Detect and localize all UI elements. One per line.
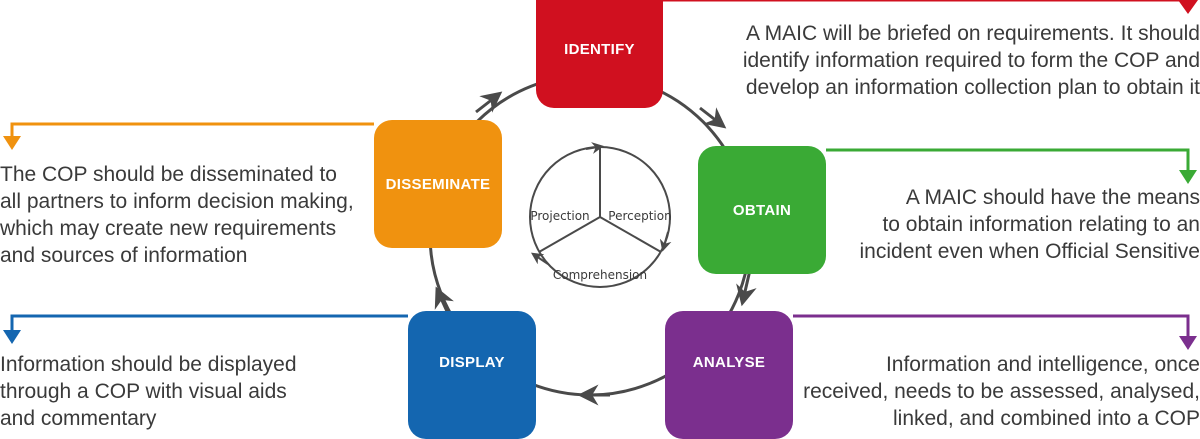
arrowhead-display bbox=[3, 330, 21, 344]
step-label-analyse: ANALYSE bbox=[692, 353, 766, 371]
step-label-identify: IDENTIFY bbox=[564, 40, 635, 58]
desc-disseminate-line: The COP should be disseminated to bbox=[0, 163, 337, 186]
desc-identify: A MAIC will be briefed on requirements. … bbox=[743, 20, 1200, 101]
arrowhead-analyse bbox=[1179, 336, 1197, 350]
arrowhead-disseminate bbox=[3, 136, 21, 150]
cycle-arrow-disseminate-identify bbox=[475, 91, 503, 114]
desc-identify-line: develop an information collection plan t… bbox=[745, 76, 1200, 99]
desc-obtain-line: to obtain information relating to an bbox=[882, 213, 1200, 236]
arrowhead-obtain bbox=[1179, 170, 1197, 184]
desc-analyse-line: linked, and combined into a COP bbox=[892, 407, 1200, 430]
cycle-arrow-identify-obtain bbox=[699, 106, 727, 129]
step-box-identify: IDENTIFY bbox=[536, 0, 663, 108]
inner-arrow-top bbox=[585, 142, 604, 154]
desc-obtain-line: A MAIC should have the means bbox=[905, 186, 1200, 209]
step-box-display: DISPLAY bbox=[408, 311, 536, 439]
connector-display bbox=[10, 314, 408, 332]
desc-analyse: Information and intelligence, once recei… bbox=[803, 351, 1200, 432]
inner-arrow-left bbox=[531, 252, 549, 265]
desc-analyse-line: received, needs to be assessed, analysed… bbox=[803, 380, 1200, 403]
step-box-disseminate: DISSEMINATE bbox=[374, 120, 502, 248]
inner-label-projection: Projection bbox=[530, 209, 589, 223]
desc-obtain: A MAIC should have the means to obtain i… bbox=[860, 184, 1200, 265]
cycle-arrow-obtain-analyse bbox=[736, 269, 757, 307]
arrowhead-identify bbox=[1178, 0, 1198, 14]
desc-disseminate: The COP should be disseminated to all pa… bbox=[0, 161, 354, 269]
desc-obtain-line: incident even when Official Sensitive bbox=[859, 240, 1200, 263]
desc-disseminate-line: and sources of information bbox=[0, 244, 248, 267]
step-label-disseminate: DISSEMINATE bbox=[385, 175, 491, 193]
connector-analyse bbox=[793, 314, 1190, 338]
desc-analyse-line: Information and intelligence, once bbox=[885, 353, 1200, 376]
step-label-display: DISPLAY bbox=[439, 353, 505, 371]
desc-identify-line: identify information required to form th… bbox=[742, 49, 1200, 72]
inner-label-comprehension: Comprehension bbox=[553, 268, 647, 282]
inner-label-perception: Perception bbox=[608, 209, 671, 223]
desc-display-line: through a COP with visual aids bbox=[0, 380, 287, 403]
desc-identify-line: A MAIC will be briefed on requirements. … bbox=[745, 22, 1200, 45]
connector-obtain bbox=[826, 148, 1190, 172]
desc-display-line: and commentary bbox=[0, 407, 157, 430]
inner-divider-left bbox=[538, 216, 601, 253]
step-box-obtain: OBTAIN bbox=[698, 146, 826, 274]
step-box-analyse: ANALYSE bbox=[665, 311, 793, 439]
desc-disseminate-line: which may create new requirements bbox=[0, 217, 337, 240]
step-label-obtain: OBTAIN bbox=[732, 201, 792, 219]
inner-arrow-right bbox=[659, 231, 672, 252]
cycle-diagram: Projection Perception Comprehension bbox=[3, 0, 1198, 406]
connector-disseminate bbox=[10, 122, 374, 138]
inner-divider-right bbox=[599, 216, 662, 253]
desc-disseminate-line: all partners to inform decision making, bbox=[0, 190, 354, 213]
desc-display-line: Information should be displayed bbox=[0, 353, 297, 376]
